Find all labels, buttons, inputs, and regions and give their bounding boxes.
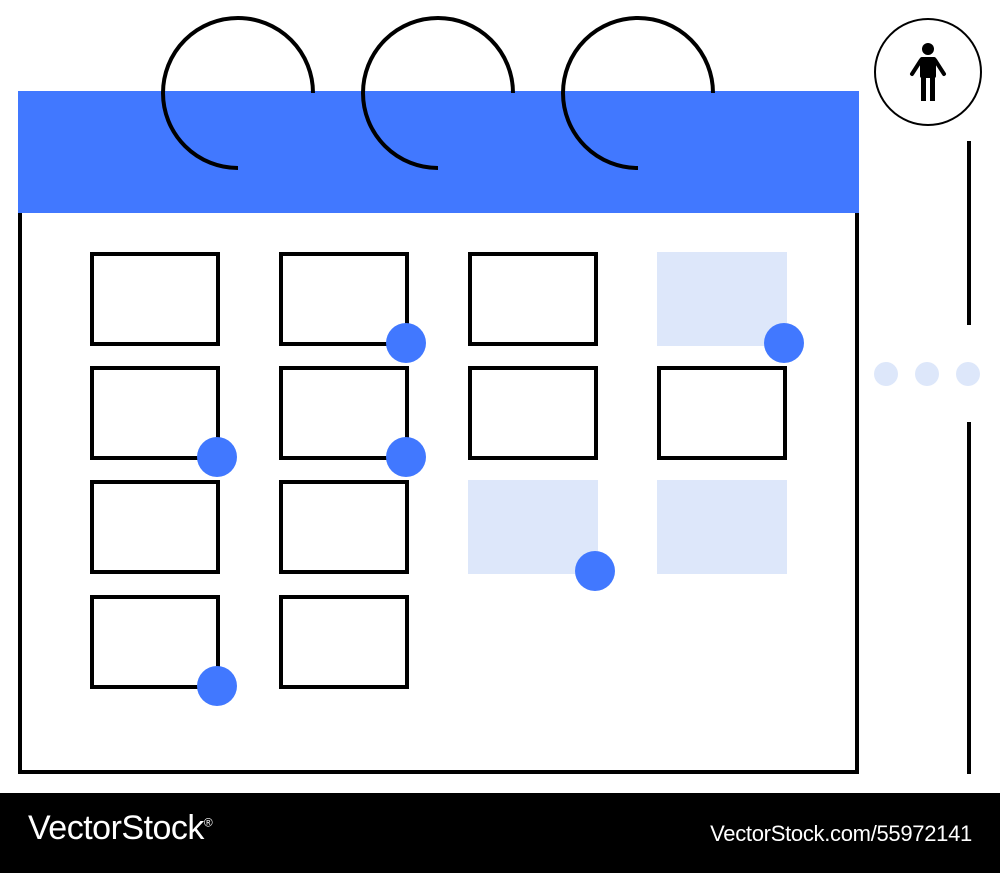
calendar-day-cell[interactable] — [279, 595, 409, 689]
binder-ring — [161, 16, 315, 170]
binder-ring — [361, 16, 515, 170]
event-marker-dot[interactable] — [386, 437, 426, 477]
calendar-day-cell[interactable] — [90, 366, 220, 460]
calendar-day-cell[interactable] — [468, 366, 598, 460]
person-icon — [910, 43, 946, 101]
calendar-header — [18, 91, 859, 213]
watermark-footer: VectorStock® VectorStock.com/55972141 — [0, 793, 1000, 873]
event-marker-dot[interactable] — [764, 323, 804, 363]
calendar-day-cell[interactable] — [657, 480, 787, 574]
event-markers — [197, 323, 804, 706]
event-marker-dot[interactable] — [197, 437, 237, 477]
pagination-dot — [874, 362, 898, 386]
calendar-day-cell[interactable] — [657, 252, 787, 346]
calendar-day-cell[interactable] — [279, 480, 409, 574]
binder-ring — [561, 16, 715, 170]
event-marker-dot[interactable] — [386, 323, 426, 363]
calendar-day-cell[interactable] — [468, 252, 598, 346]
more-dots-icon[interactable] — [874, 362, 980, 386]
event-marker-dot[interactable] — [575, 551, 615, 591]
calendar-day-cell[interactable] — [468, 480, 598, 574]
brand-name: VectorStock — [28, 809, 204, 847]
brand-logo: VectorStock® — [28, 809, 213, 848]
event-marker-dot[interactable] — [197, 666, 237, 706]
binder-rings — [161, 16, 715, 170]
trademark-symbol: ® — [203, 815, 213, 830]
calendar-illustration — [18, 16, 982, 774]
calendar-day-cell[interactable] — [90, 595, 220, 689]
calendar-grid — [90, 252, 787, 689]
stock-id: VectorStock.com/55972141 — [710, 821, 972, 846]
calendar-day-cell[interactable] — [90, 480, 220, 574]
calendar-day-cell[interactable] — [279, 366, 409, 460]
side-panel — [874, 18, 982, 774]
calendar-day-cell[interactable] — [279, 252, 409, 346]
calendar-day-cell[interactable] — [90, 252, 220, 346]
pagination-dot — [915, 362, 939, 386]
pagination-dot — [956, 362, 980, 386]
calendar-day-cell[interactable] — [657, 366, 787, 460]
